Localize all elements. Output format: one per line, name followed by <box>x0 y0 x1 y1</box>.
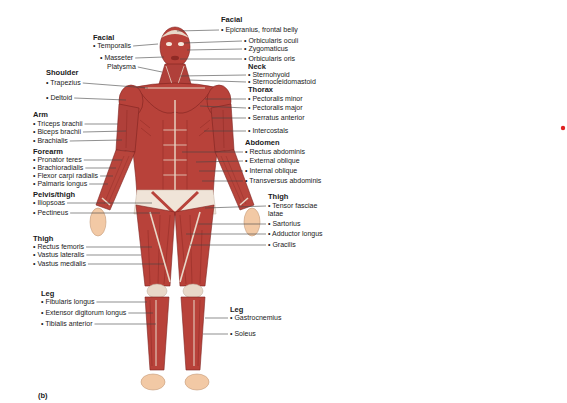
muscle-label: • Pectoralis major <box>248 104 303 112</box>
muscle-label: • Extensor digitorum longus <box>41 309 126 317</box>
leader-line <box>204 131 246 132</box>
group-heading: Leg <box>230 306 243 314</box>
muscle-label: • Zygomaticus <box>244 45 288 53</box>
leader-line <box>89 184 108 185</box>
leader-line <box>198 224 266 225</box>
muscle-label: • Trapezius <box>46 79 81 87</box>
muscle-label: • Brachialis <box>33 137 68 145</box>
group-heading: Thigh <box>33 235 53 243</box>
group-heading: Abdomen <box>245 139 280 147</box>
muscle-label: • Tensor fasciae latae <box>268 202 323 218</box>
group-heading: Arm <box>33 111 48 119</box>
leader-line <box>133 44 158 46</box>
muscle-label: • Orbicularis oculi <box>244 37 298 45</box>
muscle-label: • Brachioradialis <box>33 164 83 172</box>
muscle-label: • Pectoralis minor <box>248 95 303 103</box>
leader-line <box>184 41 242 43</box>
leader-line <box>205 318 228 319</box>
muscle-label: • Rectus abdominis <box>245 148 305 156</box>
group-heading: Pelvis/thigh <box>33 191 75 199</box>
muscle-label: • Iliopsoas <box>33 199 65 207</box>
leader-line <box>86 255 141 256</box>
leader-line <box>199 171 243 172</box>
muscle-label: • Fibularis longus <box>41 298 94 306</box>
muscle-label: • Adductor longus <box>268 230 323 238</box>
muscle-label: • Gracilis <box>268 241 296 249</box>
leader-line <box>74 98 126 100</box>
leader-line <box>94 324 156 325</box>
muscle-label: • Temporalis <box>93 42 131 50</box>
leader-line <box>70 213 160 214</box>
leader-line <box>96 302 147 303</box>
leader-line <box>85 168 116 169</box>
leader-line <box>86 247 152 248</box>
leader-line <box>180 59 242 60</box>
muscle-label: • Intercostals <box>248 127 288 135</box>
leader-line <box>177 30 219 31</box>
leader-line <box>187 49 242 50</box>
leader-line <box>85 124 118 125</box>
leader-line <box>180 75 246 76</box>
muscle-label: • Vastus lateralis <box>33 251 84 259</box>
muscle-label: • Serratus anterior <box>248 114 305 122</box>
muscle-label: Platysma <box>107 63 136 71</box>
leader-line <box>128 313 153 314</box>
muscle-label: • Sternohyoid <box>248 71 290 79</box>
group-heading: Leg <box>41 290 54 298</box>
group-heading: (b) <box>38 392 48 400</box>
muscle-label: • Internal oblique <box>245 167 297 175</box>
group-heading: Thorax <box>248 86 273 94</box>
muscle-label: • Triceps brachii <box>33 120 83 128</box>
leader-line <box>200 106 246 108</box>
leader-line <box>84 160 122 161</box>
muscle-label: • Sartorius <box>268 220 300 228</box>
muscle-label: • Vastus medialis <box>33 260 86 268</box>
group-heading: Thigh <box>268 193 288 201</box>
muscle-label: • Flexor carpi radialis <box>33 172 98 180</box>
muscle-label: • Pectineus <box>33 209 68 217</box>
leader-line <box>100 176 113 177</box>
muscle-label: • Soleus <box>230 330 256 338</box>
leader-line <box>212 118 246 119</box>
muscle-label: • Gastrocnemius <box>230 314 281 322</box>
leader-line <box>138 67 162 72</box>
leader-line <box>135 57 164 58</box>
group-heading: Forearm <box>33 148 63 156</box>
leader-line <box>205 99 246 100</box>
muscle-label: • Deltoid <box>46 94 72 102</box>
leader-line <box>83 83 148 88</box>
leader-line <box>186 234 266 235</box>
muscle-label: • Tibialis anterior <box>41 320 92 328</box>
muscle-label: • Sternocleidomastoid <box>248 78 316 86</box>
leader-line <box>88 264 164 265</box>
leader-line <box>182 152 243 153</box>
leader-line <box>70 140 122 141</box>
leader-line <box>205 206 266 208</box>
muscle-label: • Biceps brachii <box>33 128 81 136</box>
muscle-label: • Masseter <box>100 54 133 62</box>
leader-line <box>190 245 266 246</box>
leader-line <box>189 80 246 82</box>
leader-line <box>67 203 152 204</box>
group-heading: Facial <box>221 16 242 24</box>
muscle-label: • Rectus femoris <box>33 243 84 251</box>
leader-line <box>203 334 228 335</box>
muscle-label: • Transversus abdominis <box>245 177 321 185</box>
muscle-label: • External oblique <box>245 157 300 165</box>
muscle-label: • Epicranius, frontal belly <box>221 26 298 34</box>
leader-line <box>196 161 243 162</box>
leader-line <box>83 131 126 132</box>
muscle-label: • Palmaris longus <box>33 180 87 188</box>
leader-line <box>202 181 243 182</box>
group-heading: Facial <box>93 34 114 42</box>
group-heading: Shoulder <box>46 69 79 77</box>
group-heading: Neck <box>248 63 266 71</box>
muscle-label: • Orbicularis oris <box>244 55 295 63</box>
muscle-label: • Pronator teres <box>33 156 82 164</box>
